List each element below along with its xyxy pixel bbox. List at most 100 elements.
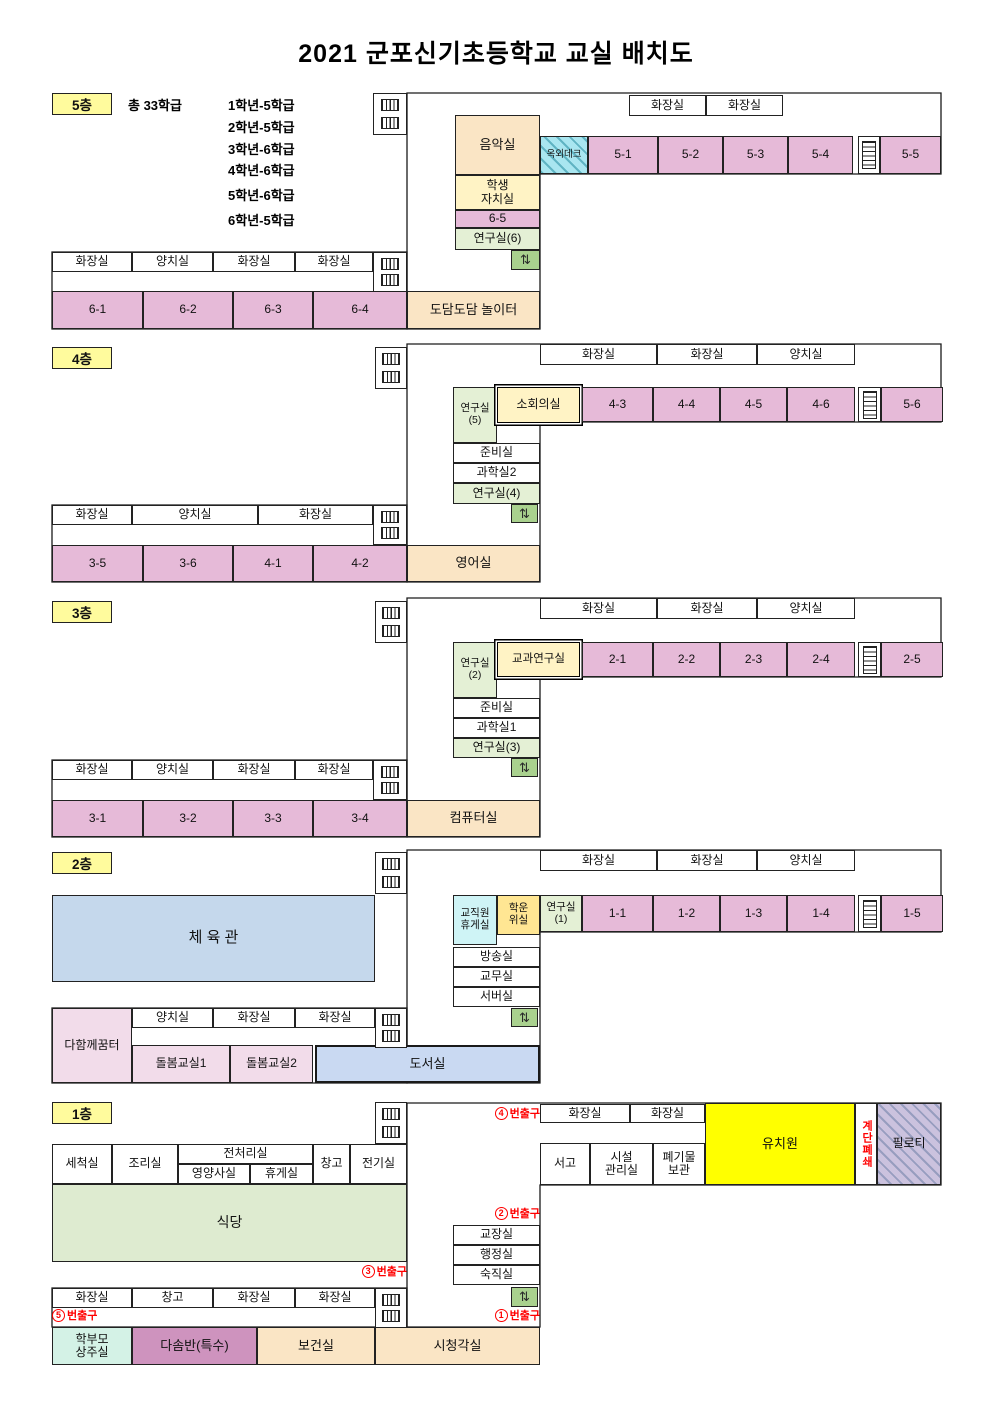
restroom: 화장실 [540, 1104, 630, 1123]
toothbrush-room: 양치실 [132, 252, 213, 272]
exit-number-icon: 3 [361, 1264, 375, 1278]
music-room: 음악실 [455, 115, 540, 175]
restroom: 화장실 [657, 850, 757, 871]
subject-research-room: 교과연구실 [497, 642, 580, 677]
staff-lounge: 교직원 휴게실 [453, 895, 497, 945]
stairs-stripes-icon [862, 390, 877, 419]
stairs-grid-icon [382, 624, 400, 637]
toothbrush-room: 양치실 [132, 760, 213, 780]
class-2-5: 2-5 [881, 642, 943, 677]
storage: 창고 [132, 1288, 213, 1308]
exit-label-text: 번출구 [509, 1108, 540, 1120]
restroom: 화장실 [213, 1288, 295, 1308]
class-3-4: 3-4 [313, 800, 407, 837]
research-room-4: 연구실(4) [453, 483, 540, 504]
restroom: 화장실 [295, 1288, 375, 1308]
exit-number-icon: 1 [494, 1308, 508, 1322]
exit-number-icon: 4 [494, 1106, 508, 1120]
outdoor-deck: 옥외데크 [540, 136, 588, 174]
teachers-office: 교무실 [453, 967, 540, 987]
nutritionist-room: 영양사실 [178, 1164, 250, 1184]
stairs-grid-icon [382, 1108, 400, 1121]
cooking-room: 조리실 [112, 1144, 178, 1184]
class-5-4: 5-4 [788, 136, 853, 174]
class-2-4: 2-4 [787, 642, 855, 677]
waste-storage: 폐기물 보관 [653, 1143, 705, 1185]
science-room-1: 과학실1 [453, 718, 540, 738]
kindergarten: 유치원 [705, 1103, 855, 1185]
stairs-grid-icon [382, 858, 400, 871]
class-5-5: 5-5 [880, 136, 941, 174]
stairwell-icon [375, 1102, 407, 1144]
library: 도서실 [315, 1045, 540, 1083]
cafeteria: 식당 [52, 1184, 407, 1262]
stairs-grid-icon [382, 1013, 400, 1026]
info-text-5f-1: 1학년-5학급 [228, 98, 295, 113]
book-storage: 서고 [540, 1143, 590, 1185]
toothbrush-room: 양치실 [132, 505, 258, 525]
class-3-5: 3-5 [52, 545, 143, 582]
dodam-playground: 도담도담 놀이터 [407, 291, 540, 329]
rest-room: 휴게실 [250, 1164, 313, 1184]
stairs-icon [858, 387, 881, 422]
class-5-3: 5-3 [723, 136, 788, 174]
stairs-stripes-icon [862, 141, 876, 169]
class-1-4: 1-4 [787, 895, 855, 932]
class-6-2: 6-2 [143, 291, 233, 329]
class-1-2: 1-2 [653, 895, 720, 932]
restroom: 화장실 [52, 505, 132, 525]
stairs-grid-icon [381, 782, 399, 795]
stairs-grid-icon [382, 607, 400, 620]
floor-label-2f: 2층 [52, 852, 112, 874]
toothbrush-room: 양치실 [757, 850, 855, 871]
elevator-icon: ⇅ [511, 758, 538, 777]
floor-label-5f: 5층 [52, 93, 112, 115]
stairwell-icon [375, 1008, 407, 1048]
research-room-5: 연구실 (5) [453, 387, 497, 443]
class-1-3: 1-3 [720, 895, 787, 932]
info-text-5f-0: 총 33학급 [128, 98, 182, 113]
stairs-grid-icon [382, 1125, 400, 1138]
prep-room: 준비실 [453, 443, 540, 463]
class-5-2: 5-2 [658, 136, 723, 174]
stairwell-icon [373, 93, 407, 135]
stairwell-icon [375, 1288, 407, 1328]
class-6-1: 6-1 [52, 291, 143, 329]
restroom: 화장실 [213, 1008, 295, 1028]
science-room-2: 과학실2 [453, 463, 540, 483]
stairs-icon [858, 642, 881, 677]
stairs-grid-icon [382, 875, 400, 888]
restroom: 화장실 [213, 760, 295, 780]
class-5-6: 5-6 [881, 387, 943, 422]
restroom: 화장실 [629, 95, 706, 116]
exit-label-text: 번출구 [376, 1266, 407, 1278]
principal-office: 교장실 [453, 1225, 540, 1245]
stairwell-icon [375, 347, 407, 389]
stairwell-icon [375, 852, 407, 894]
exit-label-text: 번출구 [67, 1310, 98, 1322]
floor-label-4f: 4층 [52, 347, 112, 369]
stairs-grid-icon [382, 1030, 400, 1043]
class-1-1: 1-1 [582, 895, 653, 932]
class-1-5: 1-5 [881, 895, 943, 932]
small-meeting-room: 소회의실 [497, 387, 580, 423]
piloti: 필로티 [877, 1103, 941, 1185]
stairs-grid-icon [381, 765, 399, 778]
av-room: 시청각실 [375, 1327, 540, 1365]
stairs-grid-icon [382, 370, 400, 383]
elevator-icon: ⇅ [511, 1008, 538, 1027]
restroom: 화장실 [258, 505, 373, 525]
class-2-2: 2-2 [653, 642, 720, 677]
restroom: 화장실 [706, 95, 783, 116]
research-room-6: 연구실(6) [455, 228, 540, 250]
stairs-grid-icon [381, 257, 399, 270]
exit-label-text: 번출구 [509, 1310, 540, 1322]
stairs-grid-icon [381, 527, 399, 540]
restroom: 화장실 [52, 760, 132, 780]
restroom: 화장실 [657, 344, 757, 365]
stairs-grid-icon [381, 510, 399, 523]
